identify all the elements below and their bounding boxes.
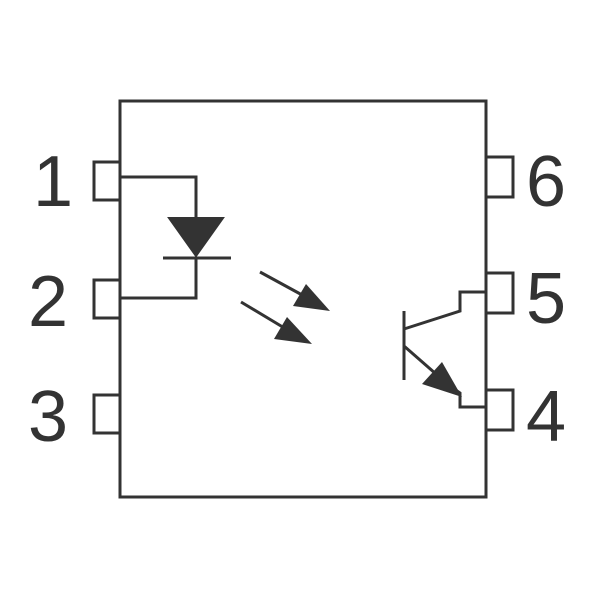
light-arrow-lower-head <box>274 317 312 344</box>
pin-pad-2 <box>92 278 122 320</box>
light-arrow-upper-head <box>293 284 330 311</box>
light-arrows <box>240 270 330 344</box>
led-cathode-wire <box>120 258 198 300</box>
pin-label-2: 2 <box>28 262 68 342</box>
pin-pad-6 <box>484 155 515 199</box>
pin-label-4: 4 <box>526 377 566 457</box>
pin-pad-1 <box>92 160 122 202</box>
pin-pad-3 <box>92 393 122 435</box>
pin-label-6: 6 <box>526 142 566 222</box>
light-arrow-lower-shaft <box>240 300 287 331</box>
pin-label-1: 1 <box>33 142 73 222</box>
transistor-emitter-line <box>403 344 437 376</box>
pin-pad-5 <box>484 271 515 315</box>
led-anode-wire <box>120 175 198 218</box>
pin-label-5: 5 <box>526 259 566 339</box>
pin-pad-4 <box>484 388 515 432</box>
light-arrow-upper-shaft <box>259 270 305 298</box>
transistor-emitter-arrow <box>422 362 462 397</box>
pin-label-3: 3 <box>28 377 68 457</box>
transistor-collector-wire <box>403 290 486 331</box>
led-diode-symbol <box>167 217 225 258</box>
